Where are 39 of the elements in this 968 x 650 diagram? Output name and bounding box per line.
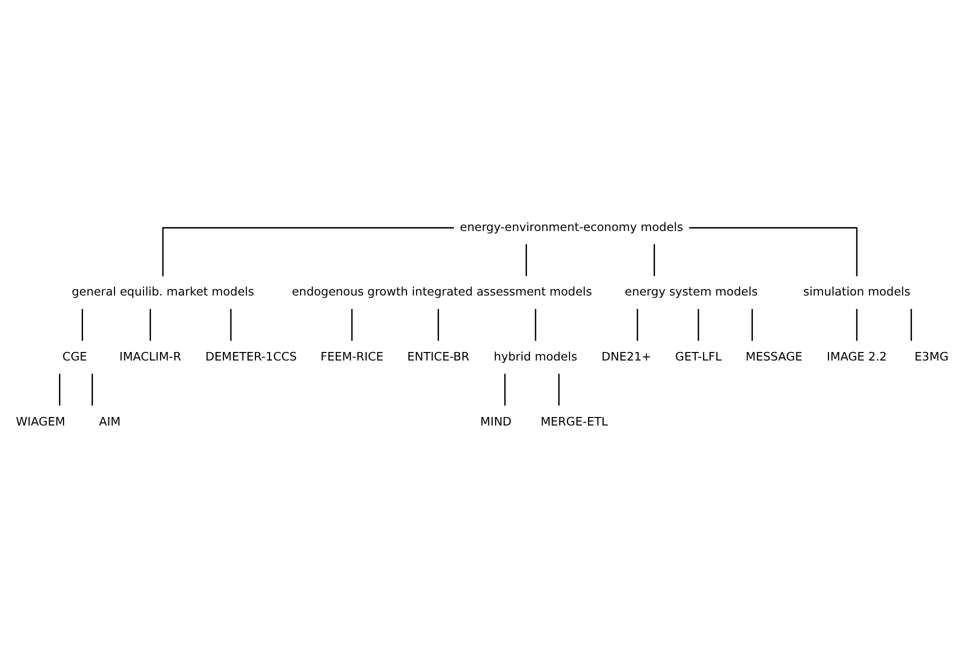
connector: [230, 308, 232, 341]
node-text: general equilib. market models: [72, 284, 254, 299]
connector: [910, 308, 912, 341]
connector: [856, 308, 858, 341]
node-text: AIM: [99, 414, 121, 428]
connector: [504, 374, 506, 406]
connector: [92, 374, 93, 406]
connector: [162, 227, 454, 276]
node-text: energy system models: [624, 284, 758, 299]
node-text: ENTICE-BR: [407, 349, 470, 364]
node-text: WIAGEM: [16, 414, 66, 428]
connector: [526, 244, 527, 276]
node-text: IMACLIM-R: [119, 349, 182, 364]
node-text: MERGE-ETL: [540, 414, 608, 428]
connector: [82, 308, 84, 341]
connector: [150, 308, 151, 341]
node-text: IMAGE 2.2: [826, 349, 887, 364]
node-text: DEMETER-1CCS: [205, 349, 297, 364]
connector: [654, 244, 655, 276]
connector: [752, 308, 753, 341]
node-text: hybrid models: [494, 349, 578, 364]
node-text: energy-environment-economy models: [460, 220, 684, 234]
node-text: endogenous growth integrated assessment models: [292, 284, 592, 299]
node-text: MESSAGE: [746, 349, 802, 364]
node-text: FEEM-RICE: [320, 349, 384, 364]
node-text: CGE: [62, 349, 88, 364]
connector: [636, 308, 638, 341]
node-text: E3MG: [914, 349, 949, 364]
connector: [438, 308, 439, 341]
node-text: simulation models: [803, 284, 910, 299]
connector: [698, 308, 700, 341]
connector: [351, 308, 353, 341]
connector: [534, 308, 536, 341]
node-text: DNE21+: [602, 349, 652, 364]
connector: [558, 374, 560, 406]
connector: [689, 227, 858, 276]
node-text: MIND: [480, 414, 512, 428]
node-text: GET-LFL: [675, 349, 722, 364]
connector: [58, 374, 60, 406]
